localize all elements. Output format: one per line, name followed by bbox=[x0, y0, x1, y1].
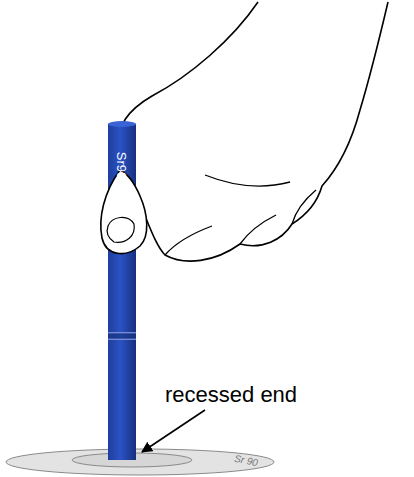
source-disc bbox=[6, 449, 274, 475]
thumb bbox=[101, 170, 147, 254]
hand bbox=[118, 2, 388, 261]
rod-groove bbox=[108, 333, 136, 339]
leader-arrow bbox=[142, 410, 205, 452]
thumbnail bbox=[107, 217, 134, 242]
rod-marking: Sr90 bbox=[116, 151, 129, 178]
callout-label: recessed end bbox=[165, 384, 297, 406]
finger-creases bbox=[165, 175, 316, 255]
source-rod bbox=[108, 124, 136, 460]
rod-top bbox=[108, 121, 136, 127]
rod-groove-shade bbox=[108, 333, 136, 339]
